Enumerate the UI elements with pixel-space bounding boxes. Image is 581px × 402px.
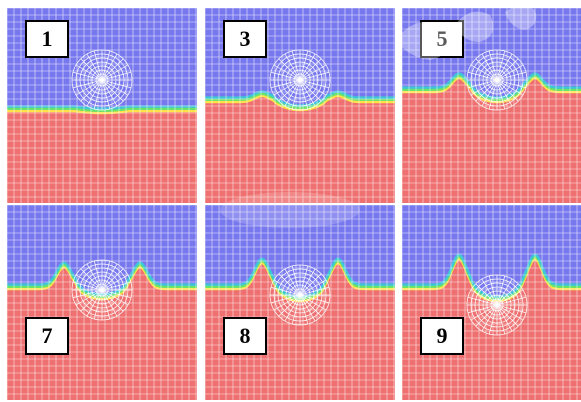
- panel-label: 3: [223, 20, 267, 58]
- panel-label: 8: [223, 317, 267, 355]
- circular-mesh: [466, 49, 528, 111]
- simulation-field: [205, 205, 395, 400]
- panel-8: 8: [205, 205, 395, 400]
- interface-band: [7, 107, 197, 112]
- circular-mesh: [71, 49, 133, 111]
- panel-label: 7: [25, 317, 69, 355]
- panel-3: 3: [205, 8, 395, 203]
- simulation-field: [7, 205, 197, 400]
- panel-label: 1: [25, 20, 69, 58]
- simulation-field: [402, 205, 581, 400]
- panel-label: 5: [420, 20, 464, 58]
- simulation-field: [205, 8, 395, 203]
- panel-9: 9: [402, 205, 581, 400]
- simulation-field: [7, 8, 197, 203]
- panel-label: 9: [420, 317, 464, 355]
- circular-mesh: [466, 274, 528, 336]
- circular-mesh: [269, 264, 331, 326]
- panel-7: 7: [7, 205, 197, 400]
- panel-1: 1: [7, 8, 197, 203]
- panel-5: 5: [402, 8, 581, 203]
- circular-mesh: [71, 259, 133, 321]
- circular-mesh: [269, 49, 331, 111]
